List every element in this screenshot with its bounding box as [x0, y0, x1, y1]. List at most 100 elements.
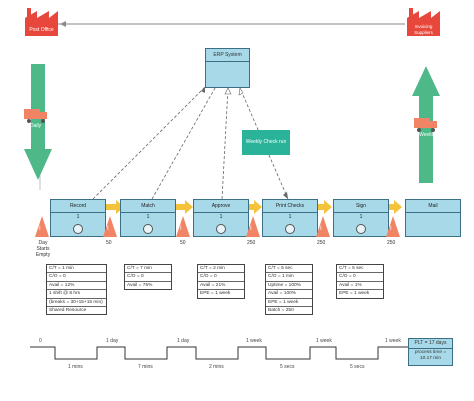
kaizen-box: Weekly Check run: [242, 130, 290, 155]
erp-system-box: ERP System: [205, 48, 250, 88]
process-box-sign: Sign 1: [333, 199, 389, 237]
process-name: Mail: [406, 200, 460, 213]
process-box-mail: Mail: [405, 199, 461, 237]
factory-icon-right: [407, 8, 440, 36]
push-arrow-4: [313, 200, 332, 214]
process-box-record: Record 1: [50, 199, 106, 237]
inventory-triangle-icon: I: [35, 216, 49, 237]
inventory-value: 50: [180, 240, 186, 246]
data-box-row: C/T = 1 min: [47, 265, 106, 274]
data-box-row: EPE = 1 week: [266, 299, 312, 307]
process-name: Approve: [194, 200, 248, 213]
process-count: 1: [288, 214, 292, 220]
process-name: Record: [51, 200, 105, 213]
data-box-row: C/O = 0: [337, 273, 383, 282]
data-box-sign: C/T = 5 sec C/O = 0 Avail = 1% EPE = 1 w…: [336, 264, 384, 299]
supplier-right-label: Invoicing Suppliers: [414, 24, 433, 35]
push-arrow-3: [243, 200, 262, 214]
operator-icon: [285, 224, 295, 234]
info-arrowhead-top: [60, 21, 66, 27]
data-box-row: C/O = 1 min: [266, 273, 312, 282]
timeline-upper-label: 1 day: [177, 338, 190, 344]
process-count: 1: [219, 214, 223, 220]
inventory-value: 250: [247, 240, 256, 246]
timeline-upper-label: 0: [39, 338, 42, 344]
data-box-print-checks: C/T = 5 sec C/O = 1 min Uptime = 100% Av…: [265, 264, 313, 316]
process-name: Sign: [334, 200, 388, 213]
timeline-lower-label: 5 secs: [280, 364, 295, 370]
data-box-row: C/T = 5 sec: [266, 265, 312, 274]
process-name: Print Checks: [263, 200, 317, 213]
shipment-right-label: Weekly: [419, 132, 436, 138]
timeline-upper-label: 1 week: [385, 338, 401, 344]
erp-arrowhead-print: [283, 192, 288, 199]
inventory-value: 50: [106, 240, 112, 246]
data-box-match: C/T = 7 min C/O = 0 Avail = 75%: [124, 264, 172, 291]
data-box-row: (breaks = 30+15+15 min): [47, 299, 106, 307]
operator-icon: [216, 224, 226, 234]
inventory-value: 250: [317, 240, 326, 246]
data-box-row: C/T = 2 min: [198, 265, 244, 274]
inventory-value: Day Starts Empty: [35, 240, 51, 258]
data-box-row: EPE = 1 week: [200, 291, 231, 297]
data-box-row: Avail = 21%: [198, 282, 244, 291]
data-box-row: C/O = 0: [198, 273, 244, 282]
factory-icon-left: [25, 8, 58, 36]
push-arrow-2: [174, 200, 193, 214]
erp-arrowhead-2: [224, 87, 232, 95]
data-box-row: Uptime = 100%: [266, 282, 312, 291]
push-arrow-5: [383, 200, 402, 214]
data-box-row: 1 shift @ 8 hrs: [47, 290, 106, 299]
process-count: 1: [359, 214, 363, 220]
shipment-arrow-right-head: [412, 66, 440, 96]
data-box-row: C/O = 0: [47, 273, 106, 282]
erp-system-label: ERP System: [206, 49, 249, 62]
data-box-row: C/T = 5 sec: [337, 265, 383, 274]
erp-arrowhead-1: [201, 87, 205, 93]
data-box-row: C/O = 0: [125, 273, 171, 282]
timeline-lower-label: 2 mins: [209, 364, 224, 370]
timeline-upper-label: 1 week: [316, 338, 332, 344]
truck-icon-right: [414, 118, 437, 132]
data-box-row: Shared Resource: [49, 307, 87, 313]
process-name: Match: [121, 200, 175, 213]
process-box-match: Match 1: [120, 199, 176, 237]
data-box-row: Avail = 1%: [337, 282, 383, 291]
timeline-summary-box: PLT = 17 days process time = 10.17 min: [408, 338, 453, 366]
erp-arrowhead-3: [238, 87, 244, 96]
erp-link-match: [151, 87, 216, 200]
erp-link-record: [92, 86, 206, 200]
shipment-left-label: Daily: [30, 123, 42, 129]
process-count: 1: [146, 214, 150, 220]
timeline-lower-label: 5 secs: [350, 364, 365, 370]
timeline-ladder: [30, 346, 408, 360]
data-box-row: Batch = 250: [268, 307, 294, 313]
timeline-upper-label: 1 week: [246, 338, 262, 344]
data-box-record: C/T = 1 min C/O = 0 Avail = 12% 1 shift …: [46, 264, 107, 316]
erp-link-approve: [221, 87, 229, 200]
inventory-triangle-icon: I: [386, 216, 400, 237]
data-box-row: Avail = 100%: [266, 290, 312, 299]
inventory-triangle-icon: I: [246, 216, 260, 237]
data-box-row: EPE = 1 week: [339, 291, 370, 297]
timeline-upper-label: 1 day: [106, 338, 119, 344]
inventory-triangle-icon: I: [103, 216, 117, 237]
process-box-print-checks: Print Checks 1: [262, 199, 318, 237]
truck-icon-left: [24, 109, 47, 123]
process-box-approve: Approve 1: [193, 199, 249, 237]
timeline-lower-label: 7 mins: [138, 364, 153, 370]
shipment-arrow-left-shaft: [31, 64, 45, 149]
data-box-approve: C/T = 2 min C/O = 0 Avail = 21% EPE = 1 …: [197, 264, 245, 299]
shipment-arrow-left-head: [24, 149, 52, 180]
timeline-lower-label: 1 mins: [68, 364, 83, 370]
process-time-value: process time = 10.17 min: [414, 350, 447, 361]
plt-value: PLT = 17 days: [409, 339, 452, 349]
inventory-value: 250: [387, 240, 396, 246]
supplier-left-label: Post Office: [29, 27, 54, 33]
operator-icon: [356, 224, 366, 234]
process-count: 1: [76, 214, 80, 220]
data-box-row: Avail = 75%: [127, 282, 153, 288]
operator-icon: [73, 224, 83, 234]
operator-icon: [143, 224, 153, 234]
